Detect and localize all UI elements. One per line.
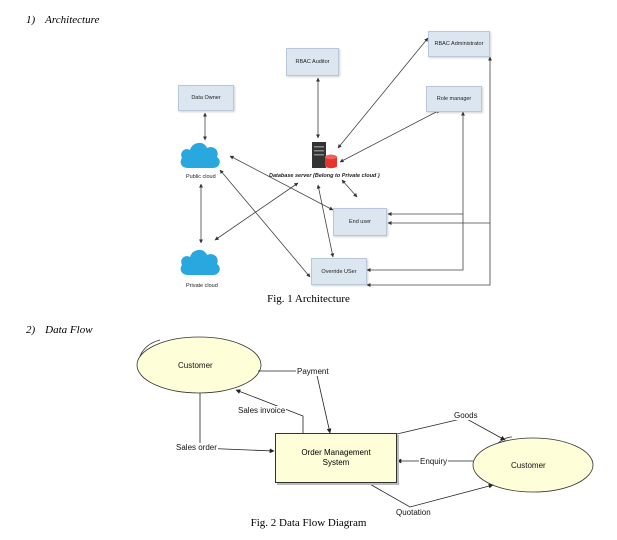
override-user-box: Override USer (311, 258, 367, 285)
customer-left-label: Customer (178, 361, 213, 370)
process-line-2: System (322, 458, 350, 467)
flow-label-quotation: Quotation (395, 508, 432, 517)
public-cloud-label: Public cloud (186, 174, 216, 180)
architecture-caption: Fig. 1 Architecture (267, 293, 350, 305)
flow-label-payment: Payment (296, 367, 330, 376)
arrow-rolemanager-users (366, 111, 465, 272)
arrow-server-privatecloud (214, 182, 299, 241)
arrow-publiccloud-override (219, 169, 311, 278)
flow-label-sales-invoice: Sales invoice (237, 406, 287, 415)
data-flow-heading-title: Data Flow (45, 324, 93, 336)
role-manager-label: Role manager (436, 96, 472, 102)
data-flow-heading: 2) Data Flow (26, 324, 93, 336)
database-server-icon (312, 142, 337, 169)
rbac-administrator-box: RBAC Administrator (428, 31, 490, 57)
customer-right-label: Customer (511, 461, 546, 470)
customer-right-fold (497, 436, 513, 444)
flow-quotation (367, 482, 494, 508)
private-cloud-icon (180, 249, 220, 275)
architecture-heading-title: Architecture (45, 14, 100, 26)
arrow-rolemanager-server (339, 109, 441, 163)
customer-left-fold (139, 339, 161, 357)
database-server-label: Database server (Belong to Private cloud… (269, 173, 380, 179)
private-cloud-label: Private cloud (186, 283, 218, 289)
arrow-admin-server (337, 37, 429, 149)
role-manager-box: Role manager (426, 86, 482, 112)
arrow-server-enduser (341, 179, 358, 198)
arrow-server-override (316, 184, 335, 258)
architecture-heading: 1) Architecture (26, 14, 99, 26)
rbac-auditor-box: RBAC Auditor (286, 48, 339, 76)
flow-label-enquiry: Enquiry (419, 457, 449, 466)
rbac-administrator-label: RBAC Administrator (434, 41, 484, 47)
architecture-heading-number: 1) (26, 14, 36, 26)
flow-payment (258, 370, 332, 434)
process-line-1: Order Management (301, 448, 371, 457)
order-management-process: Order Management System (275, 433, 397, 483)
flow-goods (396, 417, 506, 441)
data-flow-heading-number: 2) (26, 324, 36, 336)
data-flow-caption: Fig. 2 Data Flow Diagram (250, 517, 367, 529)
flow-label-goods: Goods (453, 411, 479, 420)
data-owner-label: Data Owner (191, 95, 221, 101)
public-cloud-icon (180, 142, 220, 168)
end-user-box: End user (333, 208, 387, 236)
end-user-label: End user (348, 219, 371, 225)
rbac-auditor-label: RBAC Auditor (295, 59, 330, 65)
data-owner-box: Data Owner (178, 85, 234, 111)
override-user-label: Override USer (321, 268, 357, 275)
flow-label-sales-order: Sales order (175, 443, 218, 452)
